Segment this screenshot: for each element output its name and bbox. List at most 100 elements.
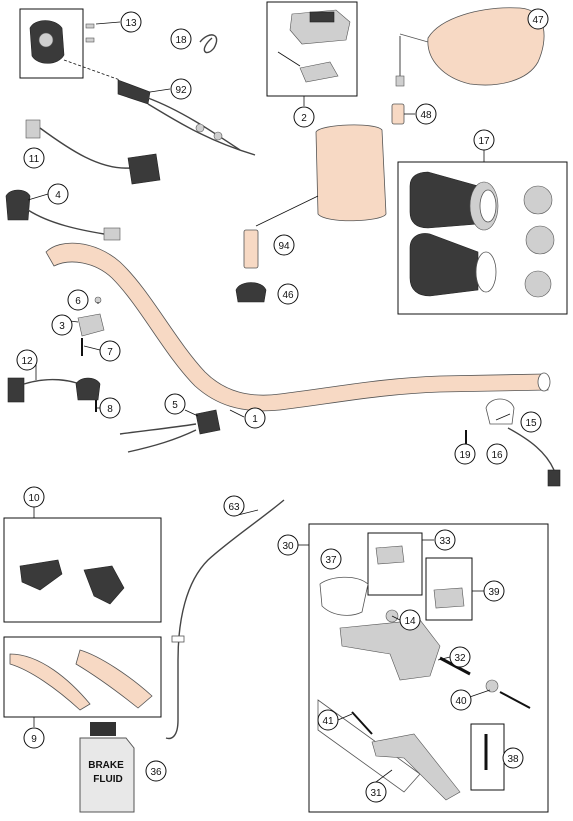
callout-48: 48 (415, 103, 437, 125)
callout-14-label: 14 (404, 616, 416, 627)
box-grips-17 (397, 161, 568, 315)
callout-8-label: 8 (107, 404, 113, 415)
callout-92-label: 92 (175, 85, 187, 96)
grips-17 (409, 171, 555, 298)
callout-36-label: 36 (150, 767, 162, 778)
callout-17-label: 17 (478, 136, 490, 147)
callout-1: 1 (244, 407, 266, 429)
piston-40 (485, 679, 499, 693)
callout-5-label: 5 (172, 400, 178, 411)
callout-33: 33 (434, 529, 456, 551)
bottle-label-line1: BRAKE (88, 760, 124, 771)
bottle-label-line2: FLUID (93, 774, 122, 785)
cable-tie-18 (199, 34, 218, 54)
callout-16: 16 (486, 443, 508, 465)
pin-40 (499, 691, 531, 709)
callout-32: 32 (449, 646, 471, 668)
callout-41-label: 41 (322, 716, 334, 727)
callout-38-label: 38 (507, 754, 519, 765)
callout-4-label: 4 (55, 190, 61, 201)
callout-6: 6 (67, 289, 89, 311)
wiring-harness-11 (25, 119, 161, 185)
callout-48-label: 48 (420, 110, 432, 121)
callout-9: 9 (23, 727, 45, 749)
clamp-39 (433, 587, 465, 609)
callout-31-label: 31 (370, 788, 382, 799)
switch-assembly-13 (29, 20, 121, 81)
brake-lever-31 (371, 733, 461, 801)
adjust-41 (351, 711, 373, 735)
callout-16-label: 16 (491, 450, 503, 461)
callout-2: 2 (293, 106, 315, 128)
callout-63: 63 (223, 495, 245, 517)
handlebar-end (537, 372, 551, 392)
callout-40: 40 (450, 689, 472, 711)
callout-39-label: 39 (488, 587, 500, 598)
box-clamp-39 (425, 557, 473, 621)
throttle-cables-92 (117, 79, 256, 156)
callout-94-label: 94 (278, 241, 290, 252)
callout-19: 19 (454, 443, 476, 465)
box-reservoir-cap-33 (367, 532, 423, 596)
callout-46-label: 46 (282, 290, 294, 301)
callout-3: 3 (51, 314, 73, 336)
sensor-5 (119, 409, 221, 453)
callout-7: 7 (99, 340, 121, 362)
callout-47-label: 47 (532, 15, 544, 26)
mirror-94 (243, 124, 387, 269)
brake-fluid-bottle-36: BRAKE FLUID (79, 722, 135, 813)
box-display-2 (266, 1, 358, 97)
reservoir-37 (319, 576, 369, 616)
box-switch-13 (19, 8, 84, 79)
callout-92: 92 (170, 78, 192, 100)
callout-32-label: 32 (454, 653, 466, 664)
callout-30: 30 (277, 534, 299, 556)
callout-15-label: 15 (525, 418, 537, 429)
callout-11: 11 (23, 147, 45, 169)
clamp-3 (77, 313, 105, 337)
callout-10-label: 10 (28, 493, 40, 504)
callout-4: 4 (47, 183, 69, 205)
callout-17: 17 (473, 129, 495, 151)
handguards-9 (9, 649, 153, 711)
display-unit-2 (277, 9, 351, 83)
callout-94: 94 (273, 234, 295, 256)
box-brake-master-30 (308, 523, 549, 813)
callout-12-label: 12 (21, 356, 33, 367)
lever-guards-10 (19, 559, 125, 605)
switch-4 (5, 189, 121, 241)
callout-47: 47 (527, 8, 549, 30)
callouts: 13 18 92 2 47 48 17 11 4 94 46 6 3 7 12 … (16, 8, 549, 803)
callout-46: 46 (277, 283, 299, 305)
callout-30-label: 30 (282, 541, 294, 552)
callout-2-label: 2 (301, 113, 307, 124)
mirror-adapter-48 (391, 103, 405, 125)
switch-12 (7, 377, 101, 403)
callout-15: 15 (520, 411, 542, 433)
brake-hose-63 (165, 499, 285, 740)
box-lever-guards-10 (3, 517, 162, 623)
callout-38: 38 (502, 747, 524, 769)
callout-18-label: 18 (175, 35, 187, 46)
callout-9-label: 9 (31, 734, 37, 745)
callout-5: 5 (164, 393, 186, 415)
switch-15 (485, 398, 561, 487)
callout-6-label: 6 (75, 296, 81, 307)
callout-63-label: 63 (228, 502, 240, 513)
callout-31: 31 (365, 781, 387, 803)
leader-lines (27, 21, 511, 783)
reservoir-cap-33 (375, 545, 405, 565)
callout-8: 8 (99, 397, 121, 419)
callout-39: 39 (483, 580, 505, 602)
callout-1-label: 1 (252, 414, 258, 425)
mirror-clamp-46 (235, 282, 267, 303)
callout-12: 12 (16, 349, 38, 371)
callout-10: 10 (23, 486, 45, 508)
callout-7-label: 7 (107, 347, 113, 358)
callout-41: 41 (317, 709, 339, 731)
master-cylinder-body (339, 619, 441, 681)
callout-11-label: 11 (29, 154, 40, 165)
box-handguards-9 (3, 636, 162, 718)
callout-14: 14 (399, 609, 421, 631)
